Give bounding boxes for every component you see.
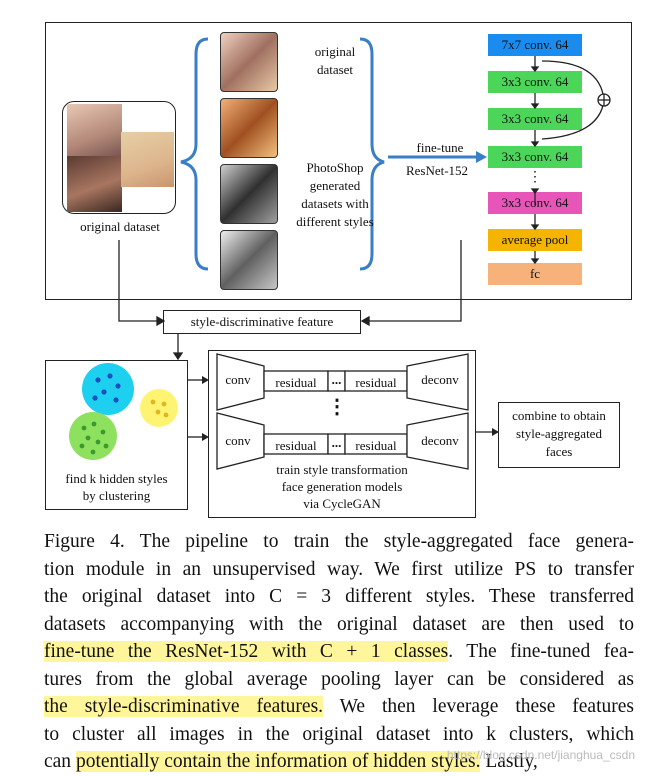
caption-highlight: fine-tune the ResNet-152 with C + 1 clas… bbox=[44, 641, 449, 662]
conv-label: conv bbox=[225, 372, 251, 387]
network-arrows bbox=[530, 56, 611, 265]
residual-label: residual bbox=[275, 375, 317, 390]
network-block: 7x7 conv. 64 bbox=[488, 34, 582, 56]
deconv-label: deconv bbox=[421, 372, 459, 387]
network-block: 3x3 conv. 64 bbox=[488, 71, 582, 93]
face-thumbnail bbox=[220, 164, 278, 224]
face-photo bbox=[121, 132, 174, 187]
caption-line: can potentially contain the information … bbox=[44, 751, 538, 772]
generator-row bbox=[216, 353, 469, 411]
caption-line: the original dataset into C = 3 differen… bbox=[44, 586, 634, 607]
cluster-label: by clustering bbox=[82, 488, 151, 503]
generator-label: face generation models bbox=[281, 479, 403, 494]
feature-label: style-discriminative feature bbox=[190, 314, 334, 329]
combine-label: style-aggregated bbox=[516, 426, 602, 441]
combine-label: combine to obtain bbox=[512, 408, 606, 423]
generator-label: train style transformation bbox=[276, 462, 408, 477]
dots-label: ... bbox=[331, 435, 342, 450]
ps-label: different styles bbox=[296, 214, 374, 229]
caption-line: tures from the global average pooling la… bbox=[44, 668, 634, 690]
original-dataset-label-mid: dataset bbox=[316, 62, 354, 77]
cluster-arrow bbox=[188, 376, 209, 384]
deconv-label: deconv bbox=[421, 433, 459, 448]
dots-label: ... bbox=[331, 372, 342, 387]
conv-label: conv bbox=[225, 433, 251, 448]
face-thumbnail bbox=[220, 98, 278, 158]
ps-label: datasets with bbox=[301, 196, 369, 211]
figure-caption: Figure 4. The pipeline to train the styl… bbox=[44, 528, 634, 776]
cluster-graphic bbox=[69, 363, 178, 460]
caption-highlight: potentially contain the information of h… bbox=[75, 751, 481, 772]
caption-highlight: the style-discriminative features. bbox=[44, 696, 324, 717]
combine-box bbox=[498, 402, 620, 468]
network-dots: ⋮ bbox=[528, 170, 542, 185]
bracket-connector bbox=[180, 37, 209, 271]
generator-label: via CycleGAN bbox=[303, 496, 381, 511]
original-dataset-label-mid: original bbox=[314, 44, 356, 59]
original-dataset-label: original dataset bbox=[80, 219, 160, 234]
combine-arrow bbox=[476, 428, 499, 436]
watermark: https://blog.csdn.net/jianghua_csdn bbox=[446, 748, 635, 762]
vertical-dots: ⋮ bbox=[327, 396, 347, 418]
face-thumbnail bbox=[220, 32, 278, 92]
residual-label: residual bbox=[355, 438, 397, 453]
generator-row bbox=[216, 412, 469, 470]
network-block: 3x3 conv. 64 bbox=[488, 146, 582, 168]
finetune-label: ResNet-152 bbox=[405, 163, 469, 178]
caption-line: datasets accompanying with the original … bbox=[44, 613, 634, 635]
network-block: fc bbox=[488, 263, 582, 285]
residual-label: residual bbox=[355, 375, 397, 390]
face-photo bbox=[67, 156, 122, 212]
caption-line: the style-discriminative features. We th… bbox=[44, 696, 634, 717]
feature-box bbox=[163, 310, 361, 334]
caption-line: fine-tune the ResNet-152 with C + 1 clas… bbox=[44, 641, 634, 662]
network-block: 3x3 conv. 64 bbox=[488, 108, 582, 130]
ps-label: generated bbox=[309, 178, 361, 193]
face-photo bbox=[67, 104, 122, 156]
network-block: average pool bbox=[488, 229, 582, 251]
caption-line: to cluster all images in the original da… bbox=[44, 723, 634, 745]
face-thumbnail bbox=[220, 230, 278, 290]
ps-label: PhotoShop bbox=[306, 160, 364, 175]
residual-label: residual bbox=[275, 438, 317, 453]
combine-label: faces bbox=[545, 444, 573, 459]
finetune-label: fine-tune bbox=[416, 140, 464, 155]
caption-line: Figure 4. The pipeline to train the styl… bbox=[44, 531, 634, 552]
caption-line: tion module in an unsupervised way. We f… bbox=[44, 558, 634, 580]
finetune-arrow bbox=[388, 151, 487, 163]
cluster-label: find k hidden styles bbox=[65, 471, 168, 486]
cluster-arrow bbox=[188, 433, 209, 441]
